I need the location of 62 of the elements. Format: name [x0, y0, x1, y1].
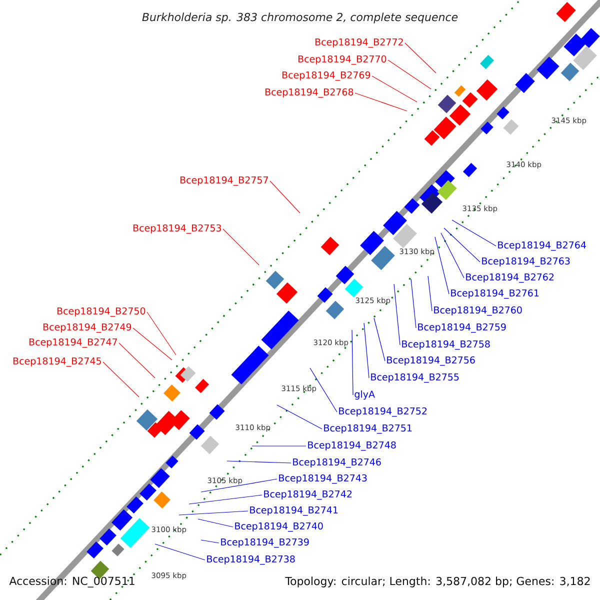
leader-line [364, 322, 370, 378]
gene-label: Bcep18194_B2755 [371, 373, 459, 383]
leader-line [188, 494, 262, 504]
gene-label: glyA [354, 390, 375, 400]
gene-label: Bcep18194_B2748 [308, 441, 396, 451]
leader-line [434, 236, 450, 294]
footer-text: Accession: NC_007511 [9, 576, 134, 588]
leader-line [226, 460, 292, 464]
leader-line [178, 510, 248, 516]
gene-label: Bcep18194_B2750 [57, 307, 146, 317]
gene-label: Bcep18194_B2746 [293, 458, 381, 468]
gene-label: Bcep18194_B2739 [221, 538, 309, 548]
gene-label: Bcep18194_B2770 [298, 55, 386, 65]
gene-label: Bcep18194_B2741 [250, 506, 338, 516]
leader-line [428, 276, 432, 312]
gene-label: Bcep18194_B2759 [418, 323, 506, 333]
leader-line [310, 368, 338, 412]
gene-label: Bcep18194_B2757 [180, 176, 268, 186]
gene-label: Bcep18194_B2743 [279, 474, 367, 484]
leader-line [200, 478, 278, 492]
gene-label: Bcep18194_B2769 [282, 71, 370, 81]
leader-line [440, 232, 464, 278]
leader-line [102, 362, 140, 398]
gene-label: Bcep18194_B2764 [498, 241, 586, 251]
leader-line [222, 228, 260, 266]
gene-label: Bcep18194_B2768 [265, 88, 354, 98]
leader-line [132, 328, 172, 360]
leader-line [146, 312, 176, 356]
leader-line [276, 404, 322, 430]
gene-label: Bcep18194_B2740 [235, 522, 323, 532]
leader-line [198, 518, 234, 528]
gene-label: Bcep18194_B2753 [133, 224, 222, 234]
leader-line [404, 42, 436, 74]
gene-label: Bcep18194_B2756 [387, 356, 475, 366]
leader-line [372, 76, 418, 102]
leader-line [352, 330, 354, 396]
title: Burkholderia sp. 383 chromosome 2, complete sequence [142, 12, 458, 24]
leader-line [410, 278, 416, 328]
leader-line [200, 540, 220, 544]
gene-label: Bcep18194_B2752 [339, 407, 427, 417]
gene-label: Bcep18194_B2751 [324, 424, 412, 434]
leader-line [374, 318, 386, 362]
leader-line [452, 220, 496, 246]
gene-label: Bcep18194_B2738 [207, 555, 295, 565]
gene-label: Bcep18194_B2761 [451, 289, 539, 299]
gene-label: Bcep18194_B2762 [466, 273, 554, 283]
gene-label: Bcep18194_B2772 [315, 38, 403, 48]
gene-label: Bcep18194_B2763 [482, 257, 570, 267]
leader-line [270, 180, 300, 214]
gene-label: Bcep18194_B2760 [434, 306, 522, 316]
leader-line [394, 284, 400, 346]
gene-label: Bcep18194_B2745 [13, 357, 101, 367]
leader-line [354, 92, 408, 112]
gene-label: Bcep18194_B2749 [43, 323, 132, 333]
gene-label: Bcep18194_B2747 [29, 338, 117, 348]
leader-line [154, 544, 206, 560]
leader-line [118, 342, 156, 378]
leader-line [444, 228, 480, 262]
leader-line [388, 60, 432, 90]
gene-label: Bcep18194_B2742 [264, 490, 352, 500]
footer-text: Topology: circular; Length: 3,587,082 bp; Genes: 3,182 [285, 576, 590, 588]
gene-label: Bcep18194_B2758 [402, 340, 490, 350]
